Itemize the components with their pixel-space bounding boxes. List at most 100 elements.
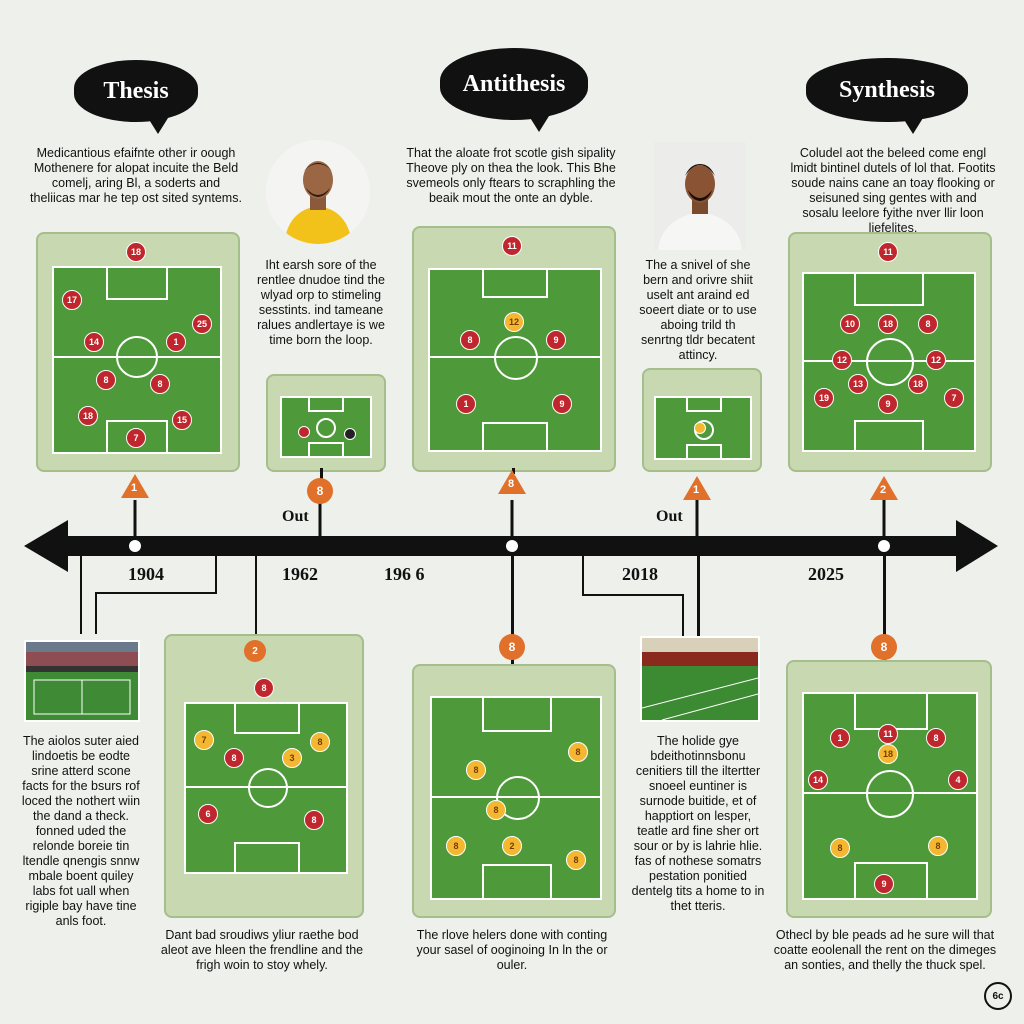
timeline-marker: 8 xyxy=(871,634,897,660)
player-dot: 8 xyxy=(926,728,946,748)
player-dot: 18 xyxy=(126,242,146,262)
year-label: 2025 xyxy=(808,564,844,584)
thesis-formation-card: 18 17 25 14 1 8 8 18 15 7 xyxy=(36,232,240,472)
bottom-center-text: The rlove helers done with conting your … xyxy=(416,928,608,972)
bottom-far-right-text: Othecl by ble peads ad he sure will that… xyxy=(773,928,997,972)
bracket-line xyxy=(682,594,684,638)
player-dot: 8 xyxy=(830,838,850,858)
small-formation-card-left xyxy=(266,374,386,472)
player-dot: 7 xyxy=(944,388,964,408)
synthesis-formation-card: 11 10 18 8 12 12 13 18 19 9 7 xyxy=(788,232,992,472)
player-dot: 1 xyxy=(830,728,850,748)
player-dot: 6 xyxy=(198,804,218,824)
timeline-marker: 1 xyxy=(683,476,711,500)
player-dot: 9 xyxy=(874,874,894,894)
bracket-line xyxy=(95,592,217,594)
small-pitch-left xyxy=(280,396,372,458)
player-dot: 8 xyxy=(224,748,244,768)
player-dot: 11 xyxy=(878,242,898,262)
timeline-marker: 1 xyxy=(121,474,149,498)
bottom-left-text: Dant bad sroudiws yliur raethe bod aleot… xyxy=(160,928,364,972)
antithesis-heading: Antithesis xyxy=(440,48,588,132)
player-dot: 8 xyxy=(918,314,938,334)
player-dot: 9 xyxy=(878,394,898,414)
player-dot: 8 xyxy=(460,330,480,350)
year-label: 1904 xyxy=(128,564,164,584)
player-dot xyxy=(344,428,356,440)
bottom-left-pitch xyxy=(184,702,348,874)
player-dot: 4 xyxy=(948,770,968,790)
small-formation-card-right xyxy=(642,368,762,472)
bracket-line xyxy=(697,556,700,636)
bottom-left-formation-card: 2 8 7 8 8 3 6 8 xyxy=(164,634,364,918)
synthesis-pitch xyxy=(802,272,976,452)
bottom-right-formation-card: 11 1 8 18 14 4 8 8 9 xyxy=(786,660,992,918)
player-dot: 11 xyxy=(878,724,898,744)
player-dot: 10 xyxy=(840,314,860,334)
player-portrait-yellow xyxy=(266,140,370,244)
player-dot: 19 xyxy=(814,388,834,408)
bracket-line xyxy=(80,556,82,634)
down-arrow xyxy=(511,556,514,678)
antithesis-formation-card: 11 12 8 9 1 9 xyxy=(412,226,616,472)
player-dot: 8 xyxy=(566,850,586,870)
player-dot: 12 xyxy=(926,350,946,370)
player-dot: 17 xyxy=(62,290,82,310)
player-dot: 12 xyxy=(832,350,852,370)
bracket-line xyxy=(582,556,584,596)
year-label: 196 6 xyxy=(384,564,425,584)
timeline-marker: 2 xyxy=(244,640,266,662)
player-dot: 2 xyxy=(502,836,522,856)
bracket-line xyxy=(255,556,257,642)
synthesis-text: Coludel aot the beleed come engl lmidt b… xyxy=(790,146,996,235)
right-mid-text: The a snivel of she bern and orivre shii… xyxy=(639,258,757,362)
out-label: Out xyxy=(282,508,309,525)
player-dot: 8 xyxy=(96,370,116,390)
antithesis-pitch xyxy=(428,268,602,452)
player-dot: 9 xyxy=(546,330,566,350)
player-dot: 18 xyxy=(878,744,898,764)
timeline-marker: 8 xyxy=(498,470,526,494)
player-dot: 3 xyxy=(282,748,302,768)
player-dot: 14 xyxy=(84,332,104,352)
bracket-line xyxy=(95,592,97,634)
player-dot: 14 xyxy=(808,770,828,790)
player-dot: 8 xyxy=(928,836,948,856)
timeline-arrow xyxy=(24,500,998,572)
player-dot: 8 xyxy=(486,800,506,820)
player-dot: 18 xyxy=(908,374,928,394)
year-label: 1962 xyxy=(282,564,318,584)
bottom-center-formation-card: 8 8 8 2 8 8 xyxy=(412,664,616,918)
player-dot xyxy=(298,426,310,438)
player-dot: 1 xyxy=(166,332,186,352)
player-dot: 8 xyxy=(568,742,588,762)
synthesis-heading: Synthesis xyxy=(806,58,968,134)
player-dot: 13 xyxy=(848,374,868,394)
timeline-marker: 8 xyxy=(499,634,525,660)
antithesis-text: That the aloate frot scotle gish sipalit… xyxy=(406,146,616,205)
player-dot: 18 xyxy=(878,314,898,334)
player-dot: 8 xyxy=(466,760,486,780)
player-dot: 12 xyxy=(504,312,524,332)
bottom-far-left-text: The aiolos suter aied lindoetis be eodte… xyxy=(21,734,141,928)
stadium-photo-left xyxy=(24,640,140,722)
bracket-line xyxy=(215,556,217,594)
year-label: 2018 xyxy=(622,564,658,584)
bracket-line xyxy=(582,594,684,596)
player-dot: 8 xyxy=(446,836,466,856)
player-portrait-white xyxy=(654,142,746,250)
out-label: Out xyxy=(656,508,683,525)
player-dot xyxy=(694,422,706,434)
player-dot: 7 xyxy=(126,428,146,448)
thesis-text: Medicantious efaifnte other ir oough Mot… xyxy=(30,146,242,205)
player-dot: 7 xyxy=(194,730,214,750)
stadium-photo-right xyxy=(640,636,760,722)
player-dot: 8 xyxy=(304,810,324,830)
player-dot: 9 xyxy=(552,394,572,414)
player-dot: 8 xyxy=(310,732,330,752)
player-dot: 25 xyxy=(192,314,212,334)
player-dot: 11 xyxy=(502,236,522,256)
left-mid-text: Iht earsh sore of the rentlee dnudoe tin… xyxy=(257,258,385,347)
down-arrow xyxy=(883,556,886,680)
player-dot: 18 xyxy=(78,406,98,426)
